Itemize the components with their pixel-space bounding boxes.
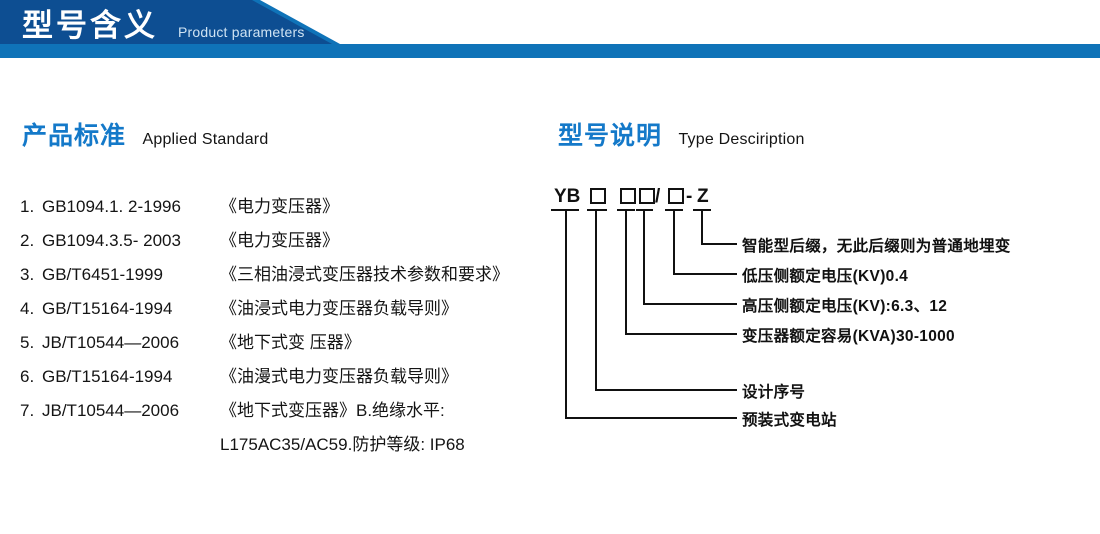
- standard-row: 6. GB/T15164-1994 《油漫式电力变压器负载导则》: [20, 362, 550, 396]
- standard-title: 《电力变压器》: [220, 231, 339, 250]
- leader-lines: [551, 209, 737, 419]
- type-label-capacity: 变压器额定容易(KVA)30-1000: [742, 328, 955, 345]
- type-code-part-z: Z: [697, 186, 709, 207]
- standard-continuation-indent: [20, 430, 220, 464]
- standard-index: 3.: [20, 265, 35, 284]
- section-heading-cn: 型号说明: [558, 122, 663, 150]
- banner-title-en: Product parameters: [178, 24, 305, 40]
- standard-title: 《油浸式电力变压器负载导则》: [220, 299, 458, 318]
- standard-row: 3. GB/T6451-1999 《三相油浸式变压器技术参数和要求》: [20, 260, 550, 294]
- standard-row: 5. JB/T10544—2006 《地下式变 压器》: [20, 328, 550, 362]
- type-code-part-slash: /: [655, 186, 661, 207]
- leader-prefab-substation: [565, 209, 737, 419]
- type-label-high-voltage: 高压侧额定电压(KV):6.3、12: [742, 298, 948, 315]
- standard-code: GB/T15164-1994: [42, 367, 173, 386]
- leader-high-voltage: [643, 209, 737, 305]
- type-code-part-yb: YB: [554, 186, 581, 207]
- type-code-part-box-4: [668, 186, 684, 208]
- standard-continuation-text: L175AC35/AC59.防护等级: IP68: [220, 435, 465, 454]
- leader-intelligent-suffix: [701, 209, 737, 245]
- standard-row: 4. GB/T15164-1994 《油浸式电力变压器负载导则》: [20, 294, 550, 328]
- standard-index: 7.: [20, 401, 35, 420]
- section-heading-en: Type Desciription: [678, 131, 805, 148]
- standard-index: 6.: [20, 367, 35, 386]
- code-box-icon: [668, 187, 684, 204]
- type-code-part-box-2: [620, 186, 636, 208]
- section-heading-type-description: 型号说明 Type Desciription: [558, 116, 805, 152]
- standard-continuation-row: L175AC35/AC59.防护等级: IP68: [20, 430, 550, 464]
- standard-row: 7. JB/T10544—2006 《地下式变压器》B.绝缘水平:: [20, 396, 550, 430]
- leader-design-serial: [595, 209, 737, 391]
- standard-row: 1. GB1094.1. 2-1996 《电力变压器》: [20, 192, 550, 226]
- page-header-banner: 型号含义 Product parameters: [0, 0, 1100, 58]
- type-code-part-dash: -: [686, 186, 693, 207]
- type-code-part-box-3: [639, 186, 655, 208]
- standard-index: 4.: [20, 299, 35, 318]
- standard-code: GB1094.1. 2-1996: [42, 197, 181, 216]
- standard-code: JB/T10544—2006: [42, 401, 180, 420]
- banner-bottom-rule: [0, 53, 1100, 58]
- standard-code: GB1094.3.5- 2003: [42, 231, 181, 250]
- banner-dark-plate: [0, 0, 332, 44]
- section-heading-applied-standard: 产品标准 Applied Standard: [22, 116, 268, 152]
- type-designation-diagram: YB / - Z: [540, 186, 1100, 446]
- standard-row: 2. GB1094.3.5- 2003 《电力变压器》: [20, 226, 550, 260]
- section-heading-cn: 产品标准: [22, 122, 127, 150]
- code-box-icon: [639, 187, 655, 204]
- standard-code: GB/T6451-1999: [42, 265, 163, 284]
- banner-shape: [0, 0, 1100, 58]
- standard-index: 5.: [20, 333, 35, 352]
- type-label-intelligent-suffix: 智能型后缀，无此后缀则为普通地埋变: [742, 238, 1011, 255]
- standard-code: GB/T15164-1994: [42, 299, 173, 318]
- standard-title: 《油漫式电力变压器负载导则》: [220, 367, 458, 386]
- leader-low-voltage: [673, 209, 737, 275]
- code-box-icon: [590, 187, 606, 204]
- standard-title: 《地下式变 压器》: [220, 333, 361, 352]
- type-code-string: YB / - Z: [540, 186, 740, 212]
- standard-index: 2.: [20, 231, 35, 250]
- type-code-part-box-1: [590, 186, 606, 208]
- standard-title: 《地下式变压器》B.绝缘水平:: [220, 401, 445, 420]
- applied-standard-list: 1. GB1094.1. 2-1996 《电力变压器》 2. GB1094.3.…: [20, 192, 550, 464]
- section-heading-en: Applied Standard: [142, 131, 269, 148]
- standard-title: 《电力变压器》: [220, 197, 339, 216]
- type-label-prefab-substation: 预装式变电站: [742, 412, 837, 429]
- type-label-design-serial: 设计序号: [742, 384, 806, 401]
- standard-code: JB/T10544—2006: [42, 333, 180, 352]
- standard-title: 《三相油浸式变压器技术参数和要求》: [220, 265, 509, 284]
- banner-title-cn: 型号含义: [22, 8, 158, 43]
- leader-capacity: [625, 209, 737, 335]
- standard-index: 1.: [20, 197, 35, 216]
- type-label-low-voltage: 低压侧额定电压(KV)0.4: [742, 268, 909, 285]
- code-box-icon: [620, 187, 636, 204]
